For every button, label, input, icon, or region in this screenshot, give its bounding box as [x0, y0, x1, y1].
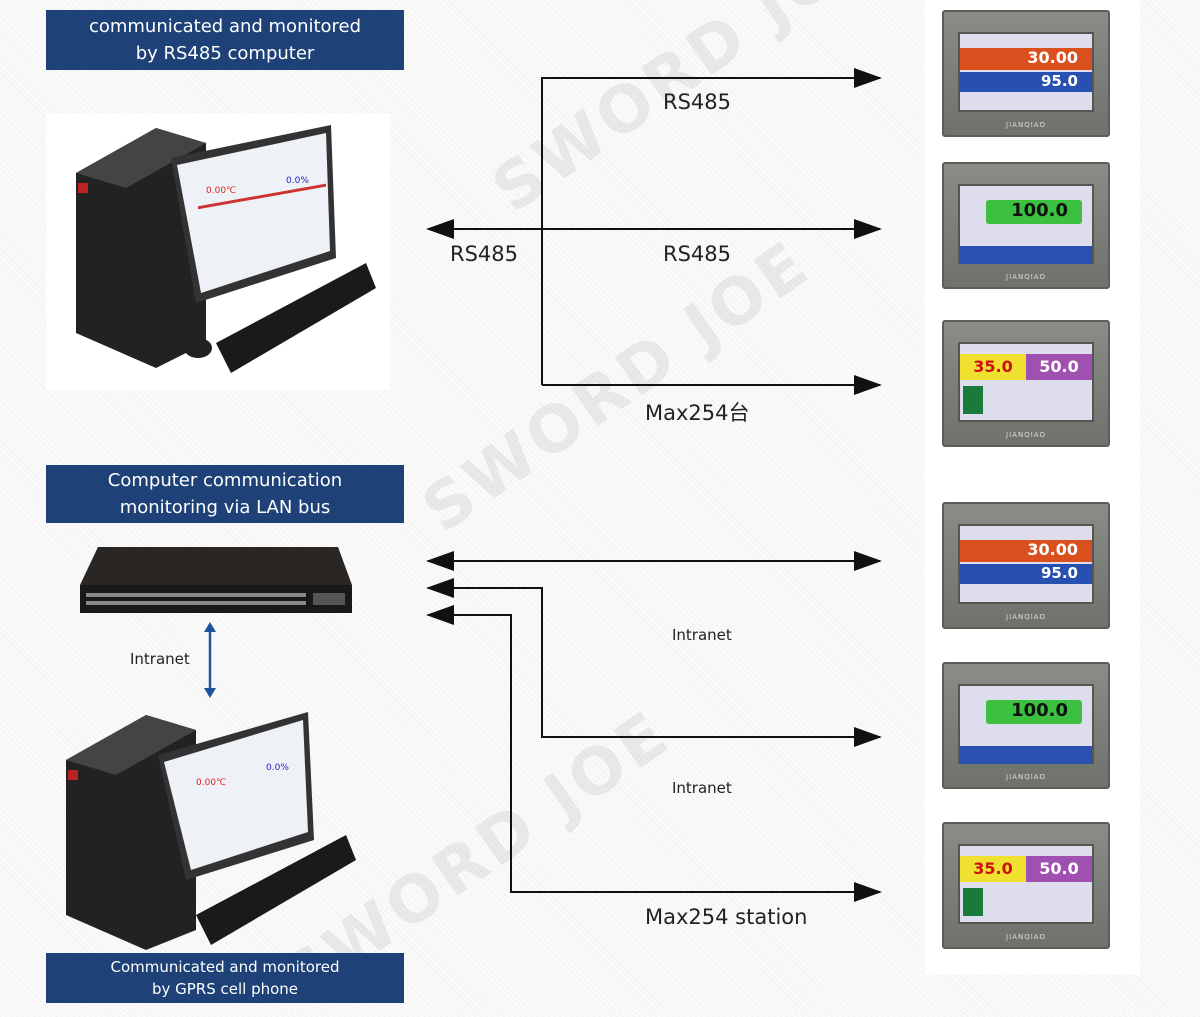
- touchscreen-controller: 35.0 50.0 JIANQIAO: [942, 822, 1110, 949]
- touchscreen-controller: 100.0 JIANQIAO: [942, 662, 1110, 789]
- humidity-display: 95.0: [960, 72, 1092, 92]
- network-switch-image: [80, 547, 352, 613]
- run-button: [963, 888, 983, 916]
- label-line: communicated and monitored: [88, 16, 362, 37]
- intranet-label: Intranet: [672, 626, 732, 644]
- value-display: 100.0: [986, 200, 1082, 224]
- desktop-computer-image: 0.00℃ 0.0%: [46, 113, 390, 390]
- label-line: monitoring via LAN bus: [119, 497, 331, 518]
- controller-brand: JIANQIAO: [1006, 773, 1046, 781]
- controller-screen: 35.0 50.0: [958, 844, 1094, 924]
- rs485-label: RS485: [663, 90, 732, 114]
- controller-brand: JIANQIAO: [1006, 121, 1046, 129]
- lan-bus-label: Computer communication monitoring via LA…: [46, 465, 404, 523]
- intranet-label: Intranet: [672, 779, 732, 797]
- svg-text:0.0%: 0.0%: [286, 176, 309, 186]
- touchscreen-controller: 35.0 50.0 JIANQIAO: [942, 320, 1110, 447]
- controller-screen: 100.0: [958, 184, 1094, 264]
- temperature-display: 30.00: [960, 540, 1092, 562]
- value-display: 100.0: [986, 700, 1082, 724]
- intranet-label-left: Intranet: [130, 650, 190, 668]
- humidity-display: 50.0: [1026, 354, 1092, 380]
- intranet-line-3: [426, 605, 882, 902]
- svg-text:0.0%: 0.0%: [266, 763, 289, 773]
- controller-brand: JIANQIAO: [1006, 273, 1046, 281]
- max-devices-label: Max254台: [645, 401, 750, 425]
- gprs-label: Communicated and monitored by GPRS cell …: [46, 953, 404, 1003]
- temperature-display: 35.0: [960, 354, 1026, 380]
- humidity-display: 50.0: [1026, 856, 1092, 882]
- desktop-computer-image: 0.00℃ 0.0%: [66, 712, 356, 950]
- max-stations-label: Max254 station: [645, 905, 808, 929]
- rs485-label: RS485: [663, 242, 732, 266]
- controller-screen: 100.0: [958, 684, 1094, 764]
- svg-text:0.00℃: 0.00℃: [196, 778, 226, 788]
- controller-brand: JIANQIAO: [1006, 933, 1046, 941]
- temperature-display: 30.00: [960, 48, 1092, 70]
- controller-brand: JIANQIAO: [1006, 613, 1046, 621]
- label-line: by GPRS cell phone: [151, 980, 299, 998]
- controller-screen: 30.00 95.0: [958, 32, 1094, 112]
- status-bar: [960, 246, 1092, 264]
- controller-screen: 30.00 95.0: [958, 524, 1094, 604]
- humidity-display: 95.0: [960, 564, 1092, 584]
- intranet-line-2: [426, 578, 882, 747]
- rs485-line-1: [541, 68, 882, 385]
- status-bar: [960, 746, 1092, 764]
- rs485-computer-label: communicated and monitored by RS485 comp…: [46, 10, 404, 70]
- label-line: Communicated and monitored: [110, 958, 340, 976]
- label-line: Computer communication: [107, 470, 343, 491]
- run-button: [963, 386, 983, 414]
- touchscreen-controller: 100.0 JIANQIAO: [942, 162, 1110, 289]
- label-line: by RS485 computer: [135, 43, 315, 64]
- controller-screen: 35.0 50.0: [958, 342, 1094, 422]
- controller-brand: JIANQIAO: [1006, 431, 1046, 439]
- temperature-display: 35.0: [960, 856, 1026, 882]
- svg-text:0.00℃: 0.00℃: [206, 186, 236, 196]
- rs485-label: RS485: [450, 242, 519, 266]
- intranet-vertical-arrow: [204, 622, 216, 698]
